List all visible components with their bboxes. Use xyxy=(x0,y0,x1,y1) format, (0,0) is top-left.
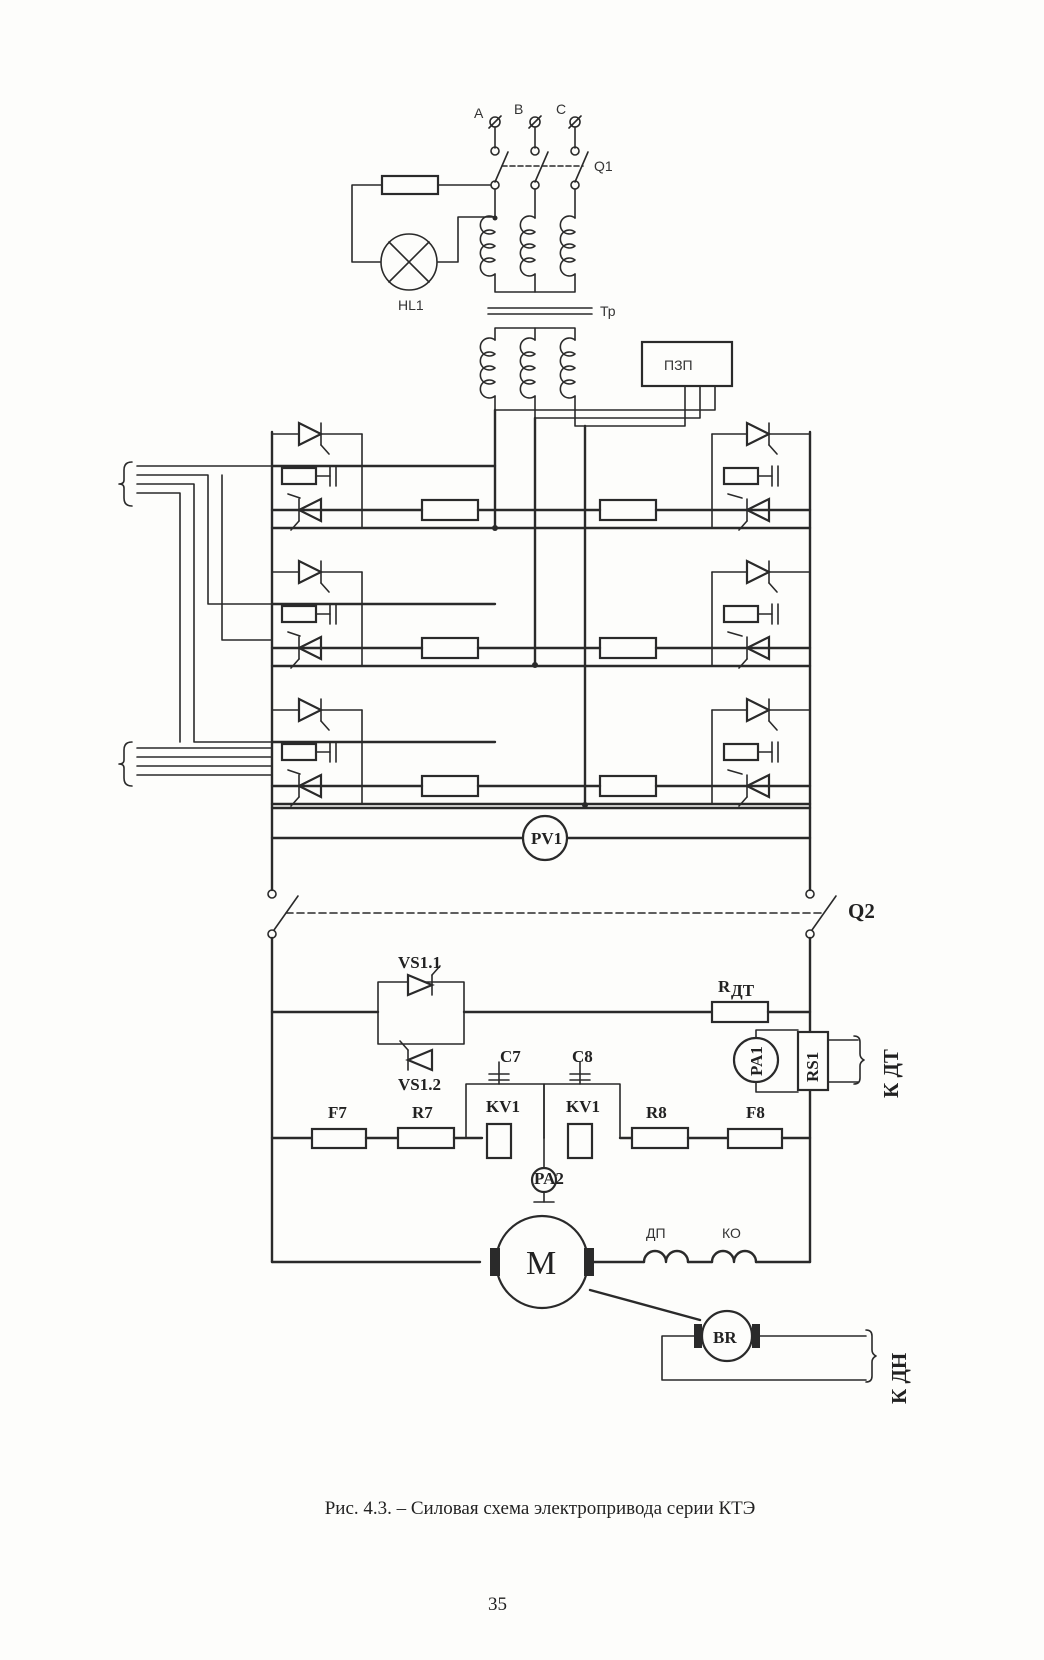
row-3-thyristor-left-top xyxy=(297,697,324,723)
row-1-thyristor-right-top-gate xyxy=(768,444,778,455)
pzp-label: ПЗП xyxy=(664,357,693,373)
row-1-thyristor-right-top xyxy=(745,421,772,447)
row-1-reactor-right xyxy=(598,498,658,522)
row-3-left-link xyxy=(287,769,301,775)
lamp-hl1-label: HL1 xyxy=(398,297,424,313)
row-3-thyristor-right-top xyxy=(745,697,772,723)
breaker-q1: Q1 xyxy=(490,151,613,190)
phase-c-label: C xyxy=(556,101,566,117)
kv1-a-label: KV1 xyxy=(486,1097,520,1116)
rs1-label: RS1 xyxy=(803,1052,822,1082)
motor-label: M xyxy=(526,1245,556,1282)
row-2-right-link xyxy=(727,631,743,637)
row-3-reactor-left xyxy=(420,774,480,798)
row-2-thyristor-left-bottom-gate xyxy=(290,658,300,669)
k-dn-label: К ДН xyxy=(887,1353,911,1404)
row-1-thyristor-left-top-gate xyxy=(320,444,330,455)
row-3-thyristor-right-top-gate xyxy=(768,720,778,731)
row-1-thyristor-right-bottom-gate xyxy=(738,520,748,531)
lamp-hl1-branch: HL1 xyxy=(351,174,496,313)
rdt-sub-label: ДТ xyxy=(731,981,755,1000)
row-1-thyristor-left-top xyxy=(297,421,324,447)
vs11-label: VS1.1 xyxy=(398,953,441,972)
control-brace-bottom xyxy=(118,474,273,787)
row-1-reactor-left xyxy=(420,498,480,522)
dp-label: ДП xyxy=(646,1225,666,1241)
row-3-snubber-right-resistor xyxy=(722,742,760,762)
relay-branch: F7 R7 C7 KV1 C8 KV1 PA2 R8 F8 xyxy=(270,1047,812,1203)
kv1-b-label: KV1 xyxy=(566,1097,600,1116)
r8-label: R8 xyxy=(646,1103,667,1122)
row-1-snubber-left-resistor xyxy=(280,466,318,486)
resistor-rdt: R ДТ xyxy=(710,977,812,1024)
row-1-left-link xyxy=(287,493,301,499)
transformer-label: Тр xyxy=(600,303,616,319)
thyristor-pair-vs1: VS1.1 VS1.2 xyxy=(270,953,714,1094)
pa2-label: PA2 xyxy=(534,1169,564,1188)
breaker-q2-label: Q2 xyxy=(848,899,875,923)
ko-label: КО xyxy=(722,1225,741,1241)
motor-m: M ДП КО xyxy=(490,1214,812,1310)
page-number: 35 xyxy=(488,1594,507,1615)
breaker-q2: Q2 xyxy=(267,889,875,939)
phase-b-label: B xyxy=(514,101,523,117)
c8-label: C8 xyxy=(572,1047,593,1066)
row-2-snubber-left-resistor xyxy=(280,604,318,624)
row-2-thyristor-right-top xyxy=(745,559,772,585)
row-3-thyristor-left-top-gate xyxy=(320,720,330,731)
row-3-thyristor-right-bottom-gate xyxy=(738,796,748,807)
phase-a-label: A xyxy=(474,105,484,121)
row-2-left-link xyxy=(287,631,301,637)
row-2-reactor-right xyxy=(598,636,658,660)
breaker-q1-label: Q1 xyxy=(594,158,613,174)
transformer-tr: Тр xyxy=(479,188,616,399)
ac-buses xyxy=(492,408,588,808)
r7-label: R7 xyxy=(412,1103,433,1122)
f8-label: F8 xyxy=(746,1103,765,1122)
vs12-label: VS1.2 xyxy=(398,1075,441,1094)
k-dt-label: К ДТ xyxy=(879,1049,903,1098)
pzp-block: ПЗП xyxy=(494,340,734,427)
row-1-snubber-right-resistor xyxy=(722,466,760,486)
row-1-thyristor-left-bottom-gate xyxy=(290,520,300,531)
f7-label: F7 xyxy=(328,1103,347,1122)
voltmeter-pv1: PV1 xyxy=(270,806,812,862)
row-2-snubber-right-resistor xyxy=(722,604,760,624)
row-3-snubber-left-resistor xyxy=(280,742,318,762)
row-3-right-link xyxy=(727,769,743,775)
supply-terminals: A B C xyxy=(474,101,582,156)
br-label: BR xyxy=(713,1328,737,1347)
thyristor-bridge-rows xyxy=(270,421,812,807)
voltmeter-label: PV1 xyxy=(531,829,562,848)
row-3-reactor-right xyxy=(598,774,658,798)
rdt-label: R xyxy=(718,977,731,996)
shunt-rs1: RS1 PA1 К ДТ xyxy=(732,1029,903,1098)
c7-label: C7 xyxy=(500,1047,521,1066)
row-2-thyristor-right-top-gate xyxy=(768,582,778,593)
control-brace-top xyxy=(118,461,273,743)
pa1-label: PA1 xyxy=(747,1046,766,1076)
dc-side-rails xyxy=(270,936,812,1264)
row-2-reactor-left xyxy=(420,636,480,660)
row-1-right-link xyxy=(727,493,743,499)
row-2-thyristor-left-top-gate xyxy=(320,582,330,593)
tachogenerator-br: BR К ДН xyxy=(588,1288,911,1404)
row-3-thyristor-left-bottom-gate xyxy=(290,796,300,807)
row-2-thyristor-right-bottom-gate xyxy=(738,658,748,669)
figure-caption: Рис. 4.3. – Силовая схема электропривода… xyxy=(325,1498,756,1519)
row-2-thyristor-left-top xyxy=(297,559,324,585)
